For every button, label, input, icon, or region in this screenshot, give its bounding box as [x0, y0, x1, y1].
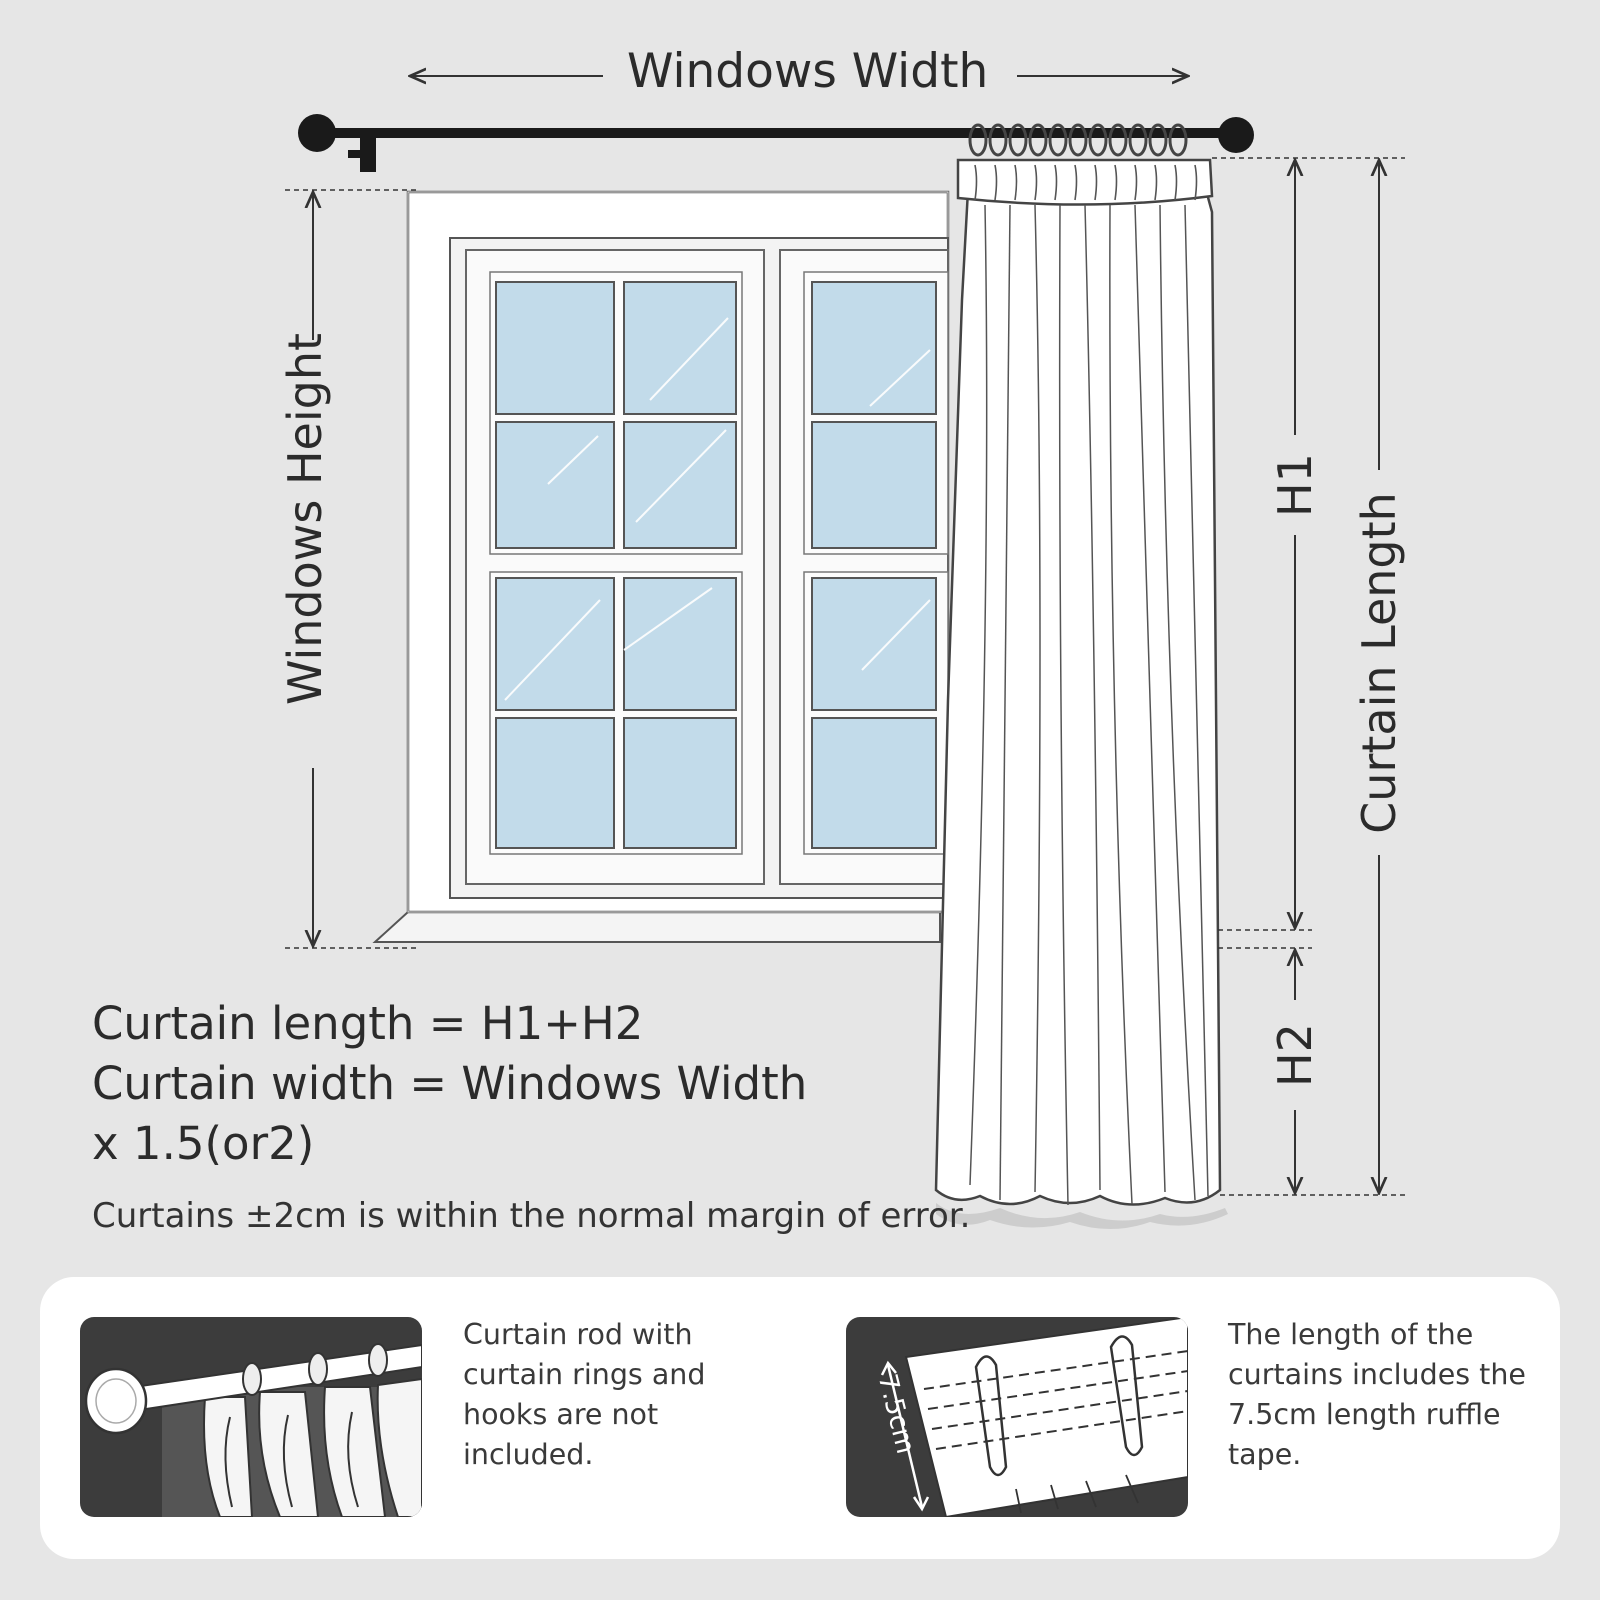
curtain-rings: [968, 123, 1188, 157]
window-glass: [495, 281, 937, 849]
h2-label: H2: [1268, 1023, 1322, 1087]
curtain-formula: Curtain length = H1+H2 Curtain width = W…: [92, 994, 807, 1174]
tolerance-note: Curtains ±2cm is within the normal margi…: [92, 1196, 971, 1236]
curtain-length-label: Curtain Length: [1352, 492, 1406, 834]
ruffle-tape-icon: 7.5cm: [846, 1317, 1188, 1517]
tape-note: The length of the curtains includes the …: [1228, 1318, 1526, 1471]
window-diagram: [285, 0, 1405, 1229]
windows-height-label: Windows Height: [278, 332, 332, 705]
windows-width-label: Windows Width: [627, 44, 989, 99]
formula-width: Curtain width = Windows Width: [92, 1057, 808, 1110]
curtain-rod: [298, 114, 1254, 172]
info-panel: Curtain rod with curtain rings and hooks…: [40, 1277, 1560, 1559]
curtain-rod-icon: [80, 1317, 422, 1517]
curtain-panel: [934, 158, 1228, 1229]
curtain-length-guides: [1212, 157, 1405, 1196]
formula-multiplier: x 1.5(or2): [92, 1117, 315, 1170]
glass-reflections: [504, 317, 931, 701]
rod-note: Curtain rod with curtain rings and hooks…: [463, 1318, 706, 1471]
h1-label: H1: [1268, 453, 1322, 517]
formula-length: Curtain length = H1+H2: [92, 997, 644, 1050]
window-height-guides: [285, 189, 420, 949]
